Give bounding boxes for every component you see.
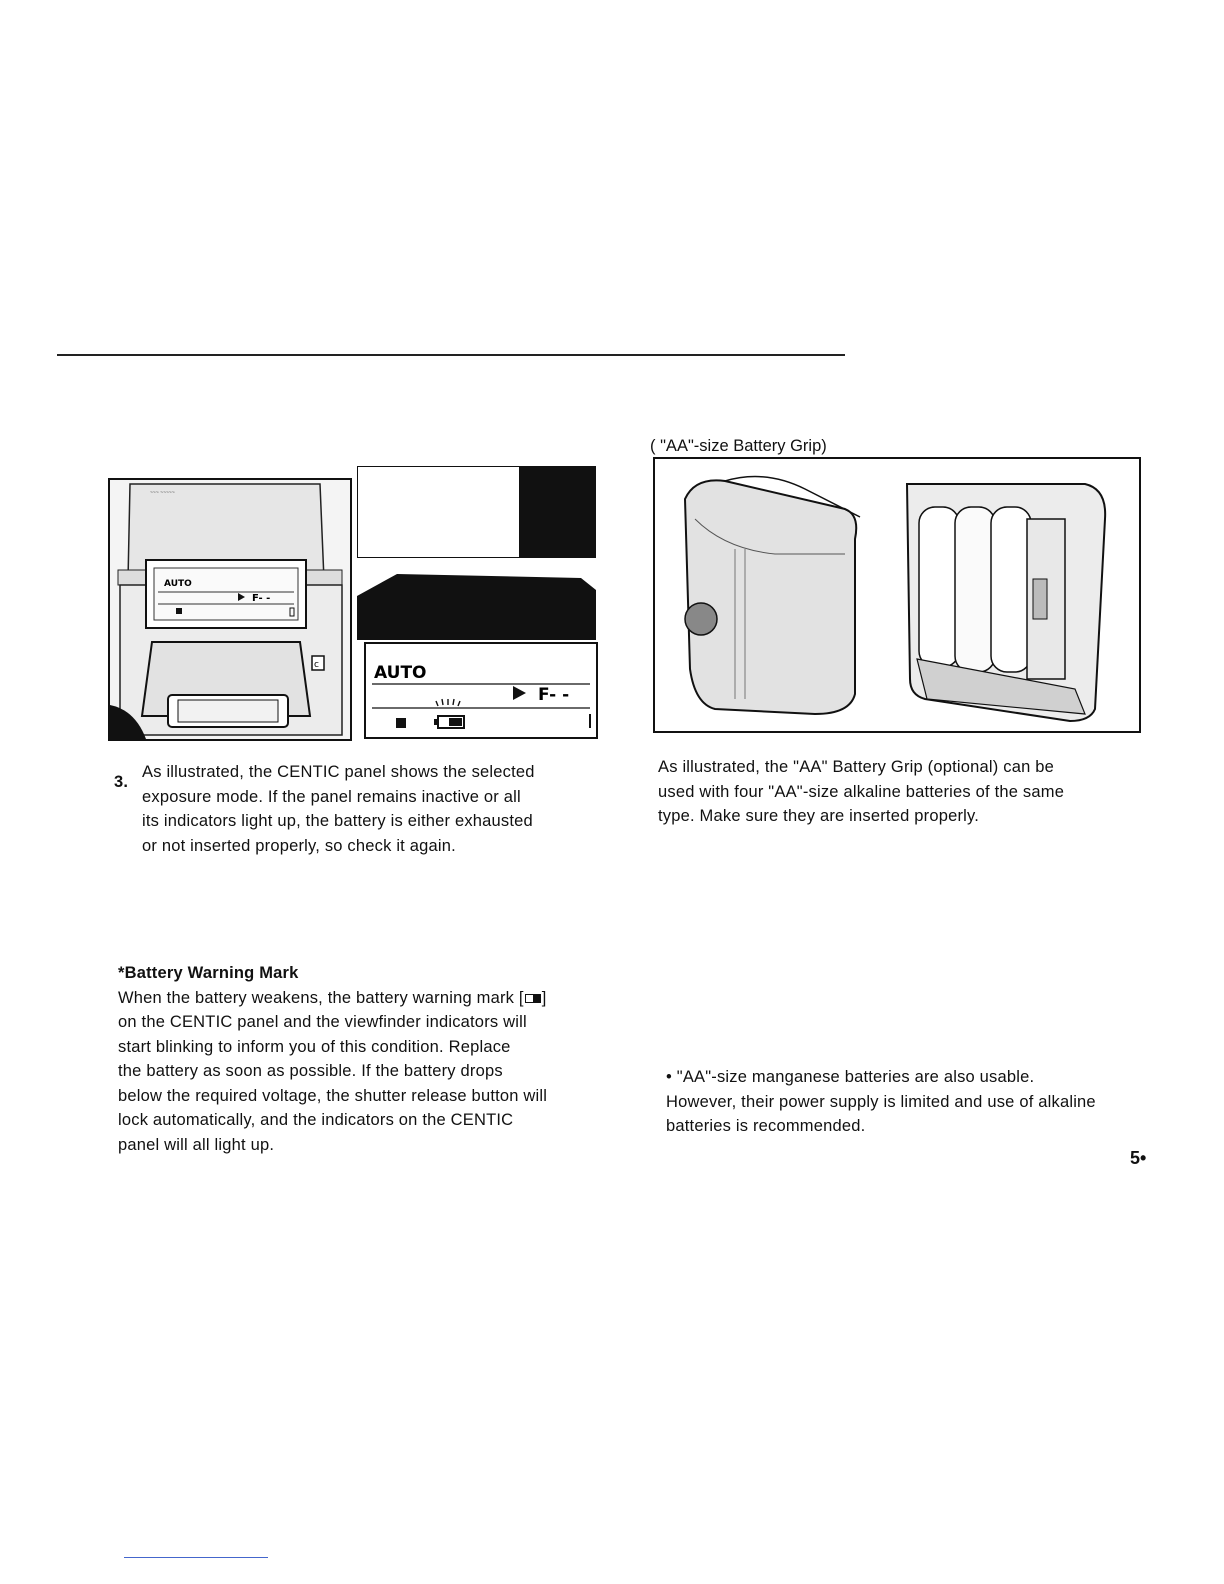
header-rule xyxy=(57,354,845,356)
warning-line-4: the battery as soon as possible. If the … xyxy=(118,1062,503,1080)
grip-line-1: As illustrated, the "AA" Battery Grip (o… xyxy=(658,758,1054,776)
warning-bracket-close: ] xyxy=(541,988,547,1007)
step3-line-2: exposure mode. If the panel remains inac… xyxy=(142,787,521,806)
step3-line-4: or not inserted properly, so check it ag… xyxy=(142,836,456,855)
step3-line-1: As illustrated, the CENTIC panel shows t… xyxy=(142,763,535,781)
step-number: 3. xyxy=(114,773,129,791)
warning-line-6: lock automatically, and the indicators o… xyxy=(118,1111,514,1129)
warning-line-1-text: When the battery weakens, the battery wa… xyxy=(118,988,524,1007)
lcd-illustration-top xyxy=(357,466,596,558)
blink-marks xyxy=(435,698,461,707)
note-line-1: • "AA"-size manganese batteries are also… xyxy=(666,1068,1035,1086)
black-block xyxy=(519,467,595,557)
battery-mark-icon xyxy=(524,993,541,1003)
battery-grip-figure xyxy=(653,457,1141,733)
warning-heading: *Battery Warning Mark xyxy=(118,964,299,982)
lcd-closeup-illustration: AUTO F- - xyxy=(372,663,591,729)
closed-grip xyxy=(683,475,861,716)
warning-line-2: on the CENTIC panel and the viewfinder i… xyxy=(118,1013,527,1031)
camera-lcd-exposure: F- - xyxy=(252,593,270,604)
lcd-closeup-exposure: F- - xyxy=(538,685,569,705)
lcd-closeup-figure: AUTO F- - xyxy=(364,642,598,739)
warning-line-7: panel will all light up. xyxy=(118,1135,275,1154)
battery-grip-caption: ( "AA"-size Battery Grip) xyxy=(650,437,827,455)
camera-lcd-mode: AUTO xyxy=(164,579,192,589)
lcd-closeup-mode: AUTO xyxy=(374,663,427,683)
grip-text: As illustrated, the "AA" Battery Grip (o… xyxy=(658,755,1178,829)
grip-line-2: used with four "AA"-size alkaline batter… xyxy=(658,782,1065,801)
note-line-3: batteries is recommended. xyxy=(666,1117,866,1135)
warning-line-3: start blinking to inform you of this con… xyxy=(118,1037,511,1056)
step3-line-3: its indicators light up, the battery is … xyxy=(142,812,533,830)
camera-panel-illustration: ~~~ ~~~~~ AUTO F- - c xyxy=(110,480,350,739)
warning-section: *Battery Warning Mark When the battery w… xyxy=(118,961,638,1157)
step3-text: As illustrated, the CENTIC panel shows t… xyxy=(142,760,612,858)
camera-panel-figure: ~~~ ~~~~~ AUTO F- - c xyxy=(108,478,352,741)
lcd-window-shape xyxy=(357,562,596,596)
battery-grip-illustration xyxy=(683,475,1107,723)
lcd-illustration-middle xyxy=(357,562,596,640)
footer-rule xyxy=(124,1557,268,1558)
svg-text:c: c xyxy=(314,660,319,670)
manganese-note: • "AA"-size manganese batteries are also… xyxy=(666,1065,1186,1139)
grip-line-3: type. Make sure they are inserted proper… xyxy=(658,807,980,825)
note-line-2: However, their power supply is limited a… xyxy=(666,1092,1096,1111)
warning-line-1: When the battery weakens, the battery wa… xyxy=(118,986,638,1011)
page-number: 5• xyxy=(1130,1148,1147,1168)
svg-text:~~~ ~~~~~: ~~~ ~~~~~ xyxy=(150,490,175,496)
battery-icon xyxy=(434,715,465,729)
open-grip xyxy=(905,483,1107,723)
warning-line-5: below the required voltage, the shutter … xyxy=(118,1086,548,1105)
